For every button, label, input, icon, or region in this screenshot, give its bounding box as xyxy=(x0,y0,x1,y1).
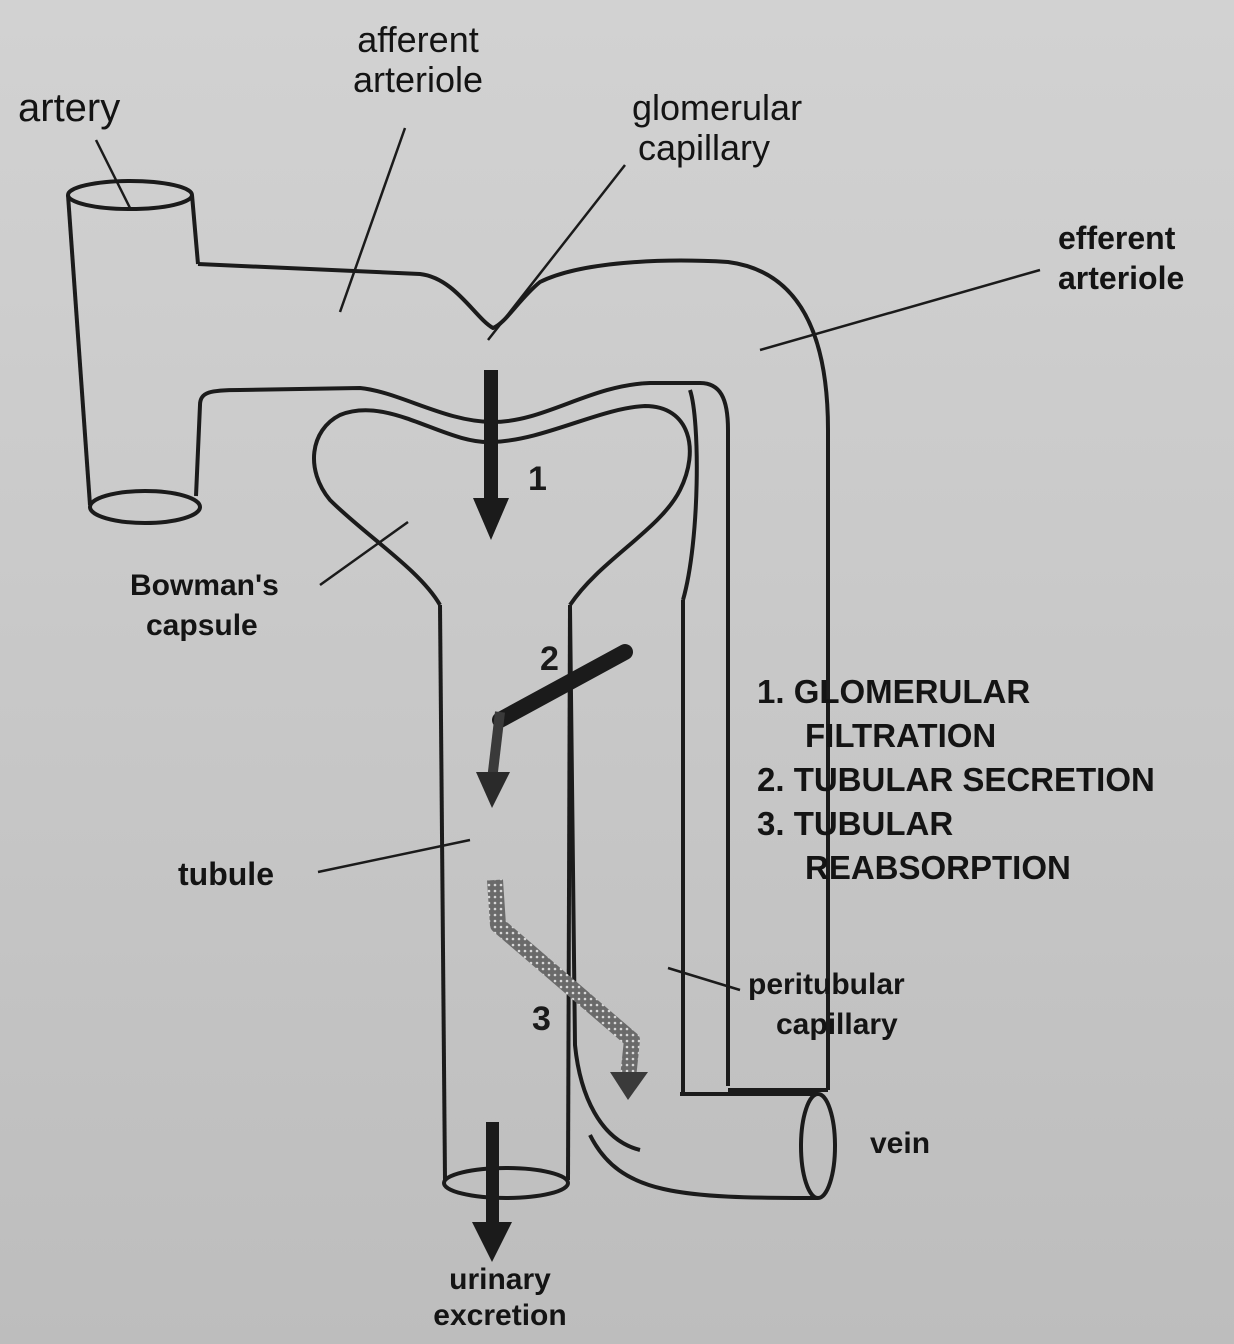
efferent-arteriole-label-line1: efferent xyxy=(1058,218,1184,258)
vein-label: vein xyxy=(870,1124,930,1164)
peritubular-capillary-label-line1: peritubular xyxy=(748,965,905,1005)
bowmans-capsule-label: Bowman's capsule xyxy=(130,566,279,646)
filtration-arrow xyxy=(473,370,509,540)
urinary-excretion-label-line1: urinary xyxy=(400,1262,600,1298)
afferent-arteriole-label-line1: afferent xyxy=(318,20,518,60)
afferent-arteriole-label-line2: arteriole xyxy=(318,60,518,100)
legend-item-3-line2: REABSORPTION xyxy=(757,846,1155,890)
filtration-number: 1 xyxy=(528,460,547,499)
legend-item-3-line1: 3. TUBULAR xyxy=(757,802,1155,846)
reabsorption-number: 3 xyxy=(532,1000,551,1039)
artery-vessel xyxy=(68,181,200,523)
legend-item-1-line2: FILTRATION xyxy=(757,714,1155,758)
efferent-arteriole-label-line2: arteriole xyxy=(1058,258,1184,298)
efferent-arteriole-label: efferent arteriole xyxy=(1058,218,1184,298)
glomerular-capillary-label-line2: capillary xyxy=(632,128,802,168)
glomerular-capillary-label: glomerular capillary xyxy=(632,88,802,168)
arteriole-loop xyxy=(196,261,828,1090)
process-legend: 1. GLOMERULAR FILTRATION 2. TUBULAR SECR… xyxy=(757,670,1155,890)
peritubular-capillary-label-line2: capillary xyxy=(748,1005,905,1045)
bowmans-capsule-label-line1: Bowman's xyxy=(130,566,279,606)
tubule-label: tubule xyxy=(178,854,274,894)
afferent-arteriole-label: afferent arteriole xyxy=(318,20,518,100)
peritubular-capillary-label: peritubular capillary xyxy=(748,965,905,1045)
legend-item-2: 2. TUBULAR SECRETION xyxy=(757,758,1155,802)
artery-label: artery xyxy=(18,88,120,128)
secretion-number: 2 xyxy=(540,640,559,679)
glomerular-capillary-label-line1: glomerular xyxy=(632,88,802,128)
excretion-arrow xyxy=(472,1122,512,1262)
urinary-excretion-label: urinary excretion xyxy=(400,1262,600,1334)
urinary-excretion-label-line2: excretion xyxy=(400,1298,600,1334)
legend-item-1-line1: 1. GLOMERULAR xyxy=(757,670,1155,714)
bowmans-capsule-label-line2: capsule xyxy=(130,606,279,646)
